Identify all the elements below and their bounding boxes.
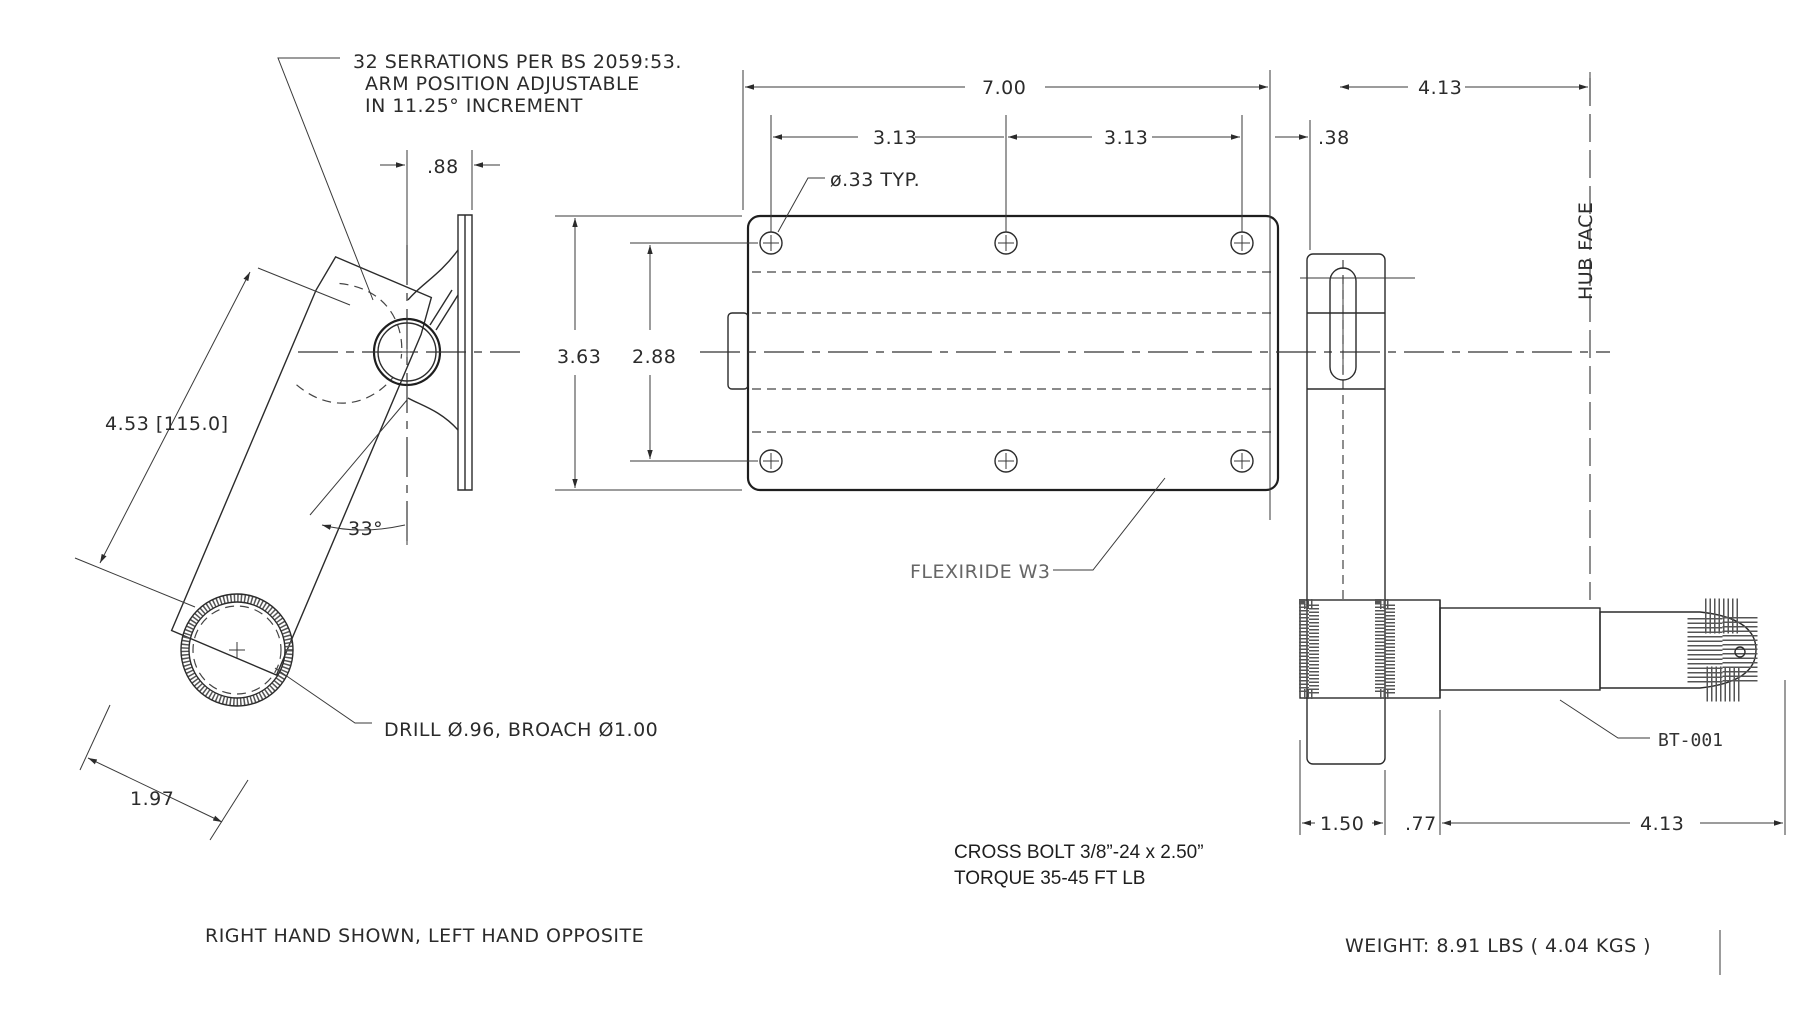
dim-077: .77: [1405, 813, 1437, 835]
flexiride-plan-view: [555, 70, 1610, 571]
arm-body: [170, 255, 433, 676]
dim-150: 1.50: [1320, 813, 1364, 835]
mount-hole: [759, 449, 783, 473]
dim-453: 4.53 [115.0]: [105, 413, 229, 435]
note-serrations-line1: 32 SERRATIONS PER BS 2059:53.: [353, 51, 682, 73]
note-weight: WEIGHT: 8.91 LBS ( 4.04 KGS ): [1345, 935, 1651, 957]
note-torque: TORQUE 35-45 FT LB: [954, 868, 1145, 889]
mount-hole: [994, 231, 1018, 255]
dim-038: .38: [1318, 127, 1350, 149]
note-cross-bolt: CROSS BOLT 3/8”-24 x 2.50”: [954, 842, 1204, 863]
mount-hole: [1230, 449, 1254, 473]
dim-413-top: 4.13: [1418, 77, 1462, 99]
arm-side-view: [74, 57, 520, 841]
dim-363: 3.63: [557, 346, 601, 368]
label-flexiride: FLEXIRIDE W3: [910, 561, 1051, 583]
label-hub-face: HUB FACE: [1575, 202, 1597, 300]
mount-hole: [759, 231, 783, 255]
dim-33deg: 33°: [348, 518, 383, 540]
flexiride-body: [746, 214, 1280, 492]
dim-313-right: 3.13: [1104, 127, 1148, 149]
dim-088: .88: [427, 156, 459, 178]
dim-197: 1.97: [130, 788, 174, 810]
note-drill: DRILL Ø.96, BROACH Ø1.00: [384, 719, 658, 741]
note-hole-typ: ø.33 TYP.: [830, 169, 920, 191]
dim-700: 7.00: [982, 77, 1026, 99]
mount-hole: [1230, 231, 1254, 255]
dim-313-left: 3.13: [873, 127, 917, 149]
spindle-side-view: [1275, 72, 1786, 975]
label-part-number: BT-001: [1658, 730, 1723, 751]
note-serrations-line3: IN 11.25° INCREMENT: [365, 95, 583, 117]
note-hand: RIGHT HAND SHOWN, LEFT HAND OPPOSITE: [205, 925, 644, 947]
dim-288: 2.88: [632, 346, 676, 368]
lower-bushing: [180, 593, 294, 707]
dim-413-bottom: 4.13: [1640, 813, 1684, 835]
note-serrations-line2: ARM POSITION ADJUSTABLE: [365, 73, 640, 95]
mount-hole: [994, 449, 1018, 473]
